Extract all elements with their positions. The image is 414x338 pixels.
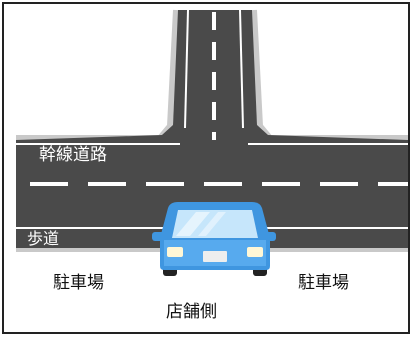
sidewalk-label: 歩道 [27,229,60,248]
parking-right-label: 駐車場 [298,273,349,293]
parking-left-label: 駐車場 [53,273,104,293]
side-road [16,9,408,178]
main-road-label: 幹線道路 [39,145,107,165]
car-icon [152,202,276,276]
store-side-label: 店舗側 [166,302,217,322]
